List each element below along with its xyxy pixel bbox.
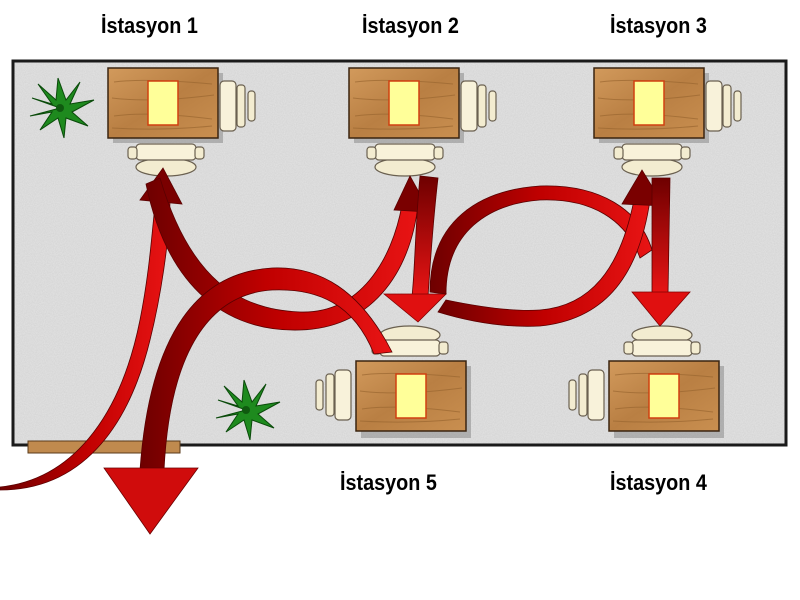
chair-icon bbox=[366, 143, 444, 177]
station-2-label: İstasyon 2 bbox=[362, 13, 459, 38]
station-3-label: İstasyon 3 bbox=[610, 13, 707, 38]
chair-icon bbox=[613, 143, 691, 177]
desk-icon bbox=[608, 360, 720, 432]
station-5-label: İstasyon 5 bbox=[340, 470, 437, 495]
flow-arrows bbox=[0, 167, 691, 535]
desk-icon bbox=[348, 67, 460, 139]
station-4-label: İstasyon 4 bbox=[610, 470, 707, 495]
chair-icon bbox=[127, 143, 205, 177]
desk-icon bbox=[107, 67, 219, 139]
desk-icon bbox=[355, 360, 467, 432]
flow-arrow-icon bbox=[651, 177, 671, 295]
desk-icon bbox=[593, 67, 705, 139]
chair-icon bbox=[623, 325, 701, 357]
station-1-label: İstasyon 1 bbox=[101, 13, 198, 38]
